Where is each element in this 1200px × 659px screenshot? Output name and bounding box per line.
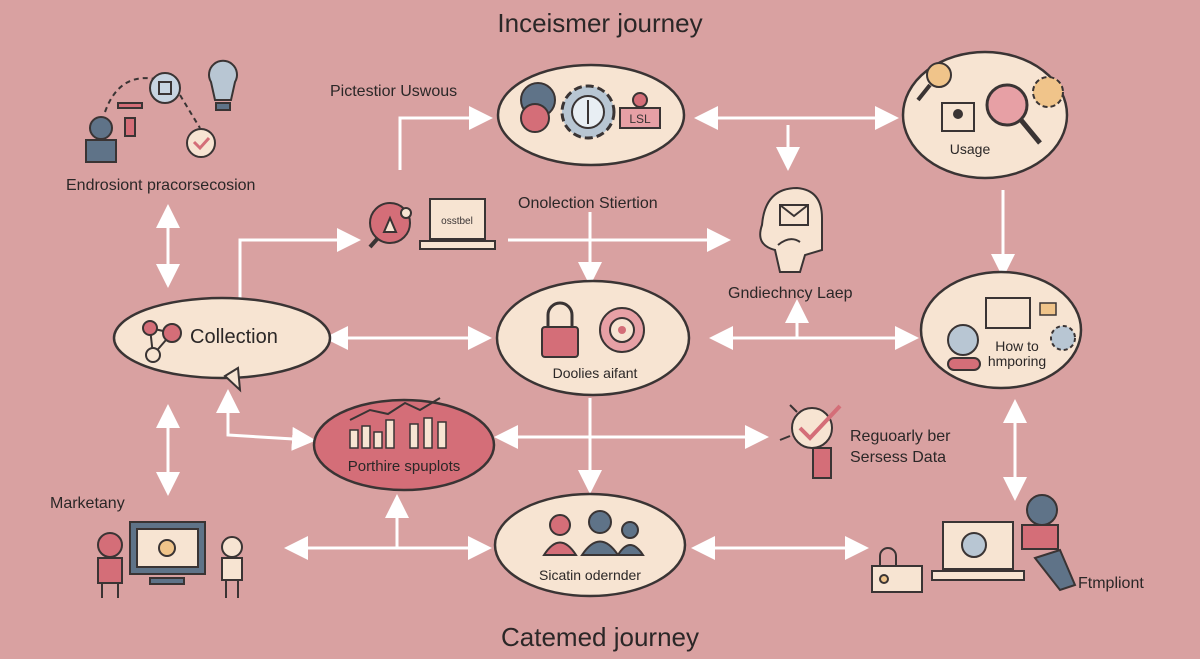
label-reguoarly-line1: Reguoarly ber bbox=[850, 428, 951, 445]
search-laptop-cluster: osstbel bbox=[368, 198, 496, 250]
label-porthire: Porthire spuplots bbox=[347, 458, 461, 475]
connectors bbox=[156, 106, 1027, 560]
label-marketany: Marketany bbox=[50, 495, 125, 512]
location-pin-icon bbox=[926, 62, 952, 88]
label-how-to-line1: How to bbox=[995, 338, 1039, 354]
label-sicatin: Sicatin odernder bbox=[539, 567, 641, 583]
monitor-icon bbox=[985, 297, 1031, 329]
user-icon bbox=[89, 116, 113, 140]
network-icon bbox=[142, 320, 182, 363]
laptop-screen-text: osstbel bbox=[441, 216, 473, 227]
laptop-icon bbox=[429, 198, 486, 240]
label-onolection: Onolection Stiertion bbox=[518, 195, 658, 212]
bar-chart-icon bbox=[349, 417, 447, 449]
cog-icon bbox=[1050, 325, 1076, 351]
label-collection: Collection bbox=[190, 326, 278, 348]
arrow-collection-to-laptop bbox=[238, 228, 361, 305]
how-to-oval[interactable] bbox=[919, 270, 1083, 390]
top-oval[interactable]: LSL bbox=[496, 63, 686, 167]
diagram-title-top: Inceismer journey bbox=[497, 8, 703, 38]
settings-icon bbox=[1032, 76, 1064, 108]
magnifier-icon bbox=[985, 83, 1029, 127]
doolies-oval[interactable] bbox=[495, 279, 691, 397]
arrow-collection-porthire bbox=[216, 389, 316, 451]
approval-badge-icon bbox=[791, 407, 833, 449]
arrow-predictive-to-top-oval bbox=[398, 106, 493, 170]
collection-bubble[interactable] bbox=[112, 296, 332, 393]
lsl-sign-text: LSL bbox=[629, 112, 651, 126]
head-profile-icon bbox=[759, 186, 823, 273]
endrosiont-cluster bbox=[85, 59, 238, 163]
usage-oval[interactable] bbox=[901, 50, 1069, 180]
sicatin-oval[interactable] bbox=[493, 492, 687, 598]
porthire-oval[interactable] bbox=[312, 397, 496, 492]
label-gndiechncy: Gndiechncy Laep bbox=[728, 285, 853, 302]
label-reguoarly-line2: Sersess Data bbox=[850, 449, 947, 466]
label-predictive: Pictestior Uswous bbox=[330, 83, 458, 100]
reguoarly-cluster bbox=[779, 404, 842, 479]
label-ftmpliont: Ftmpliont bbox=[1078, 575, 1144, 592]
diagram-title-bottom: Catemed journey bbox=[501, 622, 699, 652]
checkbox-icon bbox=[149, 72, 181, 104]
padlock-icon bbox=[541, 326, 579, 358]
label-how-to-line2: hmporing bbox=[987, 353, 1047, 369]
label-endrosiont: Endrosiont pracorsecosion bbox=[66, 177, 256, 194]
label-doolies: Doolies aifant bbox=[552, 365, 638, 381]
ftmpliont-cluster bbox=[871, 494, 1077, 593]
child-icon bbox=[221, 536, 243, 558]
lightbulb-icon bbox=[208, 59, 238, 101]
marketany-cluster bbox=[97, 521, 243, 598]
presenter-icon bbox=[1026, 494, 1058, 526]
team-icon bbox=[542, 510, 645, 556]
person-icon bbox=[97, 532, 123, 558]
check-circle-icon bbox=[186, 128, 216, 158]
stand-icon bbox=[124, 117, 136, 137]
label-usage: Usage bbox=[949, 141, 991, 157]
head-mail-cluster bbox=[759, 186, 823, 273]
webcam-icon bbox=[947, 324, 979, 356]
